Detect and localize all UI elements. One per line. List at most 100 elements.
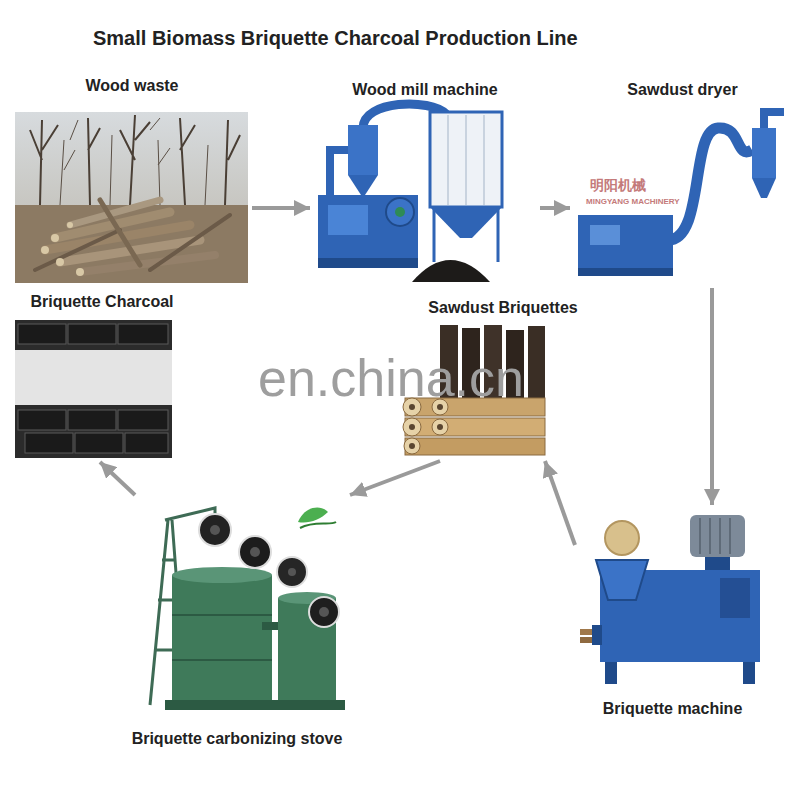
wood-mill-machine xyxy=(395,207,405,217)
label-holder: 明阳机械 xyxy=(590,178,646,193)
sawdust-dryer xyxy=(764,112,784,128)
flow-arrow xyxy=(100,462,135,495)
maker-logo: MINGYANG MACHINERY xyxy=(586,198,680,207)
briquette-machine xyxy=(605,521,639,555)
sawdust-briquettes-photo xyxy=(409,424,415,430)
wood-waste-photo xyxy=(60,118,208,205)
label-holder: MINGYANG MACHINERY xyxy=(586,198,680,207)
briquette-machine xyxy=(690,515,745,557)
briquette-machine xyxy=(596,560,648,600)
wood-waste-photo xyxy=(15,205,248,283)
carbonizing-stove xyxy=(278,598,336,700)
title-holder: Small Biomass Briquette Charcoal Product… xyxy=(0,26,800,50)
carbonizing-stove xyxy=(172,567,272,583)
briquette-charcoal-photo xyxy=(68,324,116,344)
sawdust-briquettes-photo xyxy=(437,424,443,430)
carbonizing-stove xyxy=(210,525,220,535)
wood-mill-machine xyxy=(430,207,502,238)
wood-waste-photo xyxy=(67,222,73,228)
flow-arrow xyxy=(252,206,310,210)
briquette-machine xyxy=(700,518,730,554)
wood-mill-machine xyxy=(330,150,348,196)
carbonizing-stove xyxy=(165,700,345,710)
process-node: Wood waste xyxy=(12,74,252,288)
wood-mill-machine xyxy=(434,207,498,262)
node-label: Briquette machine xyxy=(599,697,747,720)
carbonizing-stove xyxy=(172,615,272,660)
wood-mill-machine xyxy=(318,104,502,282)
wood-waste-photo xyxy=(51,234,59,242)
wood-waste-photo xyxy=(56,258,64,266)
briquette-machine xyxy=(705,557,730,570)
carbonizing-stove xyxy=(172,575,272,700)
node-label: Sawdust dryer xyxy=(623,78,741,101)
wood-mill-machine xyxy=(348,125,378,175)
label-holder: en.china.cn xyxy=(258,350,524,407)
sawdust-briquettes-photo xyxy=(405,418,545,436)
wood-waste-photo xyxy=(76,268,84,276)
carbonizing-stove xyxy=(210,525,329,617)
briquette-charcoal-photo xyxy=(125,433,168,453)
briquette-charcoal-photo xyxy=(18,324,66,344)
carbonizing-stove xyxy=(288,568,296,576)
wood-mill-machine xyxy=(348,175,378,195)
process-node: Wood mill machine xyxy=(310,78,540,293)
sawdust-dryer xyxy=(578,112,784,276)
sawdust-briquettes-photo xyxy=(405,438,545,455)
process-node: Briquette carbonizing stove xyxy=(112,495,362,750)
wood-waste-photo xyxy=(150,215,230,270)
carbonizing-stove xyxy=(300,522,336,528)
briquette-charcoal-photo xyxy=(75,433,123,453)
carbonizing-stove xyxy=(277,557,307,587)
watermark: en.china.cn xyxy=(258,350,524,407)
briquette-machine xyxy=(720,578,750,618)
briquette-charcoal-photo xyxy=(15,320,172,458)
briquette-charcoal-photo xyxy=(18,410,66,430)
sawdust-briquettes-photo xyxy=(403,418,421,436)
wood-mill-machine xyxy=(386,198,414,226)
sawdust-briquettes-photo xyxy=(409,443,415,449)
node-label: Briquette Charcoal xyxy=(26,290,177,313)
sawdust-dryer xyxy=(578,215,673,275)
node-label: Wood mill machine xyxy=(348,78,502,101)
sawdust-briquettes-photo xyxy=(409,404,443,449)
wood-mill-machine xyxy=(448,115,484,205)
wood-waste-photo xyxy=(30,115,240,205)
wood-waste-photo xyxy=(35,230,120,270)
sawdust-briquettes-photo xyxy=(404,438,420,454)
diagram-title: Small Biomass Briquette Charcoal Product… xyxy=(0,26,800,50)
carbonizing-stove xyxy=(199,514,231,546)
flow-arrow xyxy=(350,461,440,495)
wood-waste-photo xyxy=(35,200,230,272)
carbonizing-stove xyxy=(239,536,271,568)
sawdust-dryer xyxy=(752,128,776,178)
briquette-charcoal-photo xyxy=(15,320,172,458)
process-node: Briquette machine xyxy=(575,505,770,720)
wood-waste-photo xyxy=(15,112,248,283)
carbonizing-stove xyxy=(309,597,339,627)
carbonizing-stove xyxy=(319,607,329,617)
sawdust-dryer xyxy=(578,268,673,276)
sawdust-dryer xyxy=(752,178,776,198)
wood-mill-machine xyxy=(328,205,368,235)
maker-logo: 明阳机械 xyxy=(590,178,646,193)
wood-mill-machine xyxy=(318,195,418,267)
wood-mill-machine xyxy=(318,258,418,268)
flow-arrow xyxy=(540,206,570,210)
wood-waste-photo xyxy=(100,200,140,265)
briquette-machine xyxy=(580,629,592,635)
carbonizing-stove xyxy=(250,547,260,557)
wood-mill-machine xyxy=(430,112,502,207)
briquette-charcoal-photo xyxy=(25,433,73,453)
node-label: Sawdust Briquettes xyxy=(424,296,581,319)
node-label: Wood waste xyxy=(81,74,182,97)
sawdust-dryer xyxy=(668,128,752,240)
briquette-machine xyxy=(592,625,602,645)
briquette-charcoal-photo xyxy=(15,350,172,405)
wood-waste-photo xyxy=(30,115,240,205)
briquette-machine xyxy=(743,662,755,684)
wood-mill-machine xyxy=(412,260,490,282)
briquette-machine xyxy=(605,662,617,684)
briquette-charcoal-photo xyxy=(118,324,168,344)
